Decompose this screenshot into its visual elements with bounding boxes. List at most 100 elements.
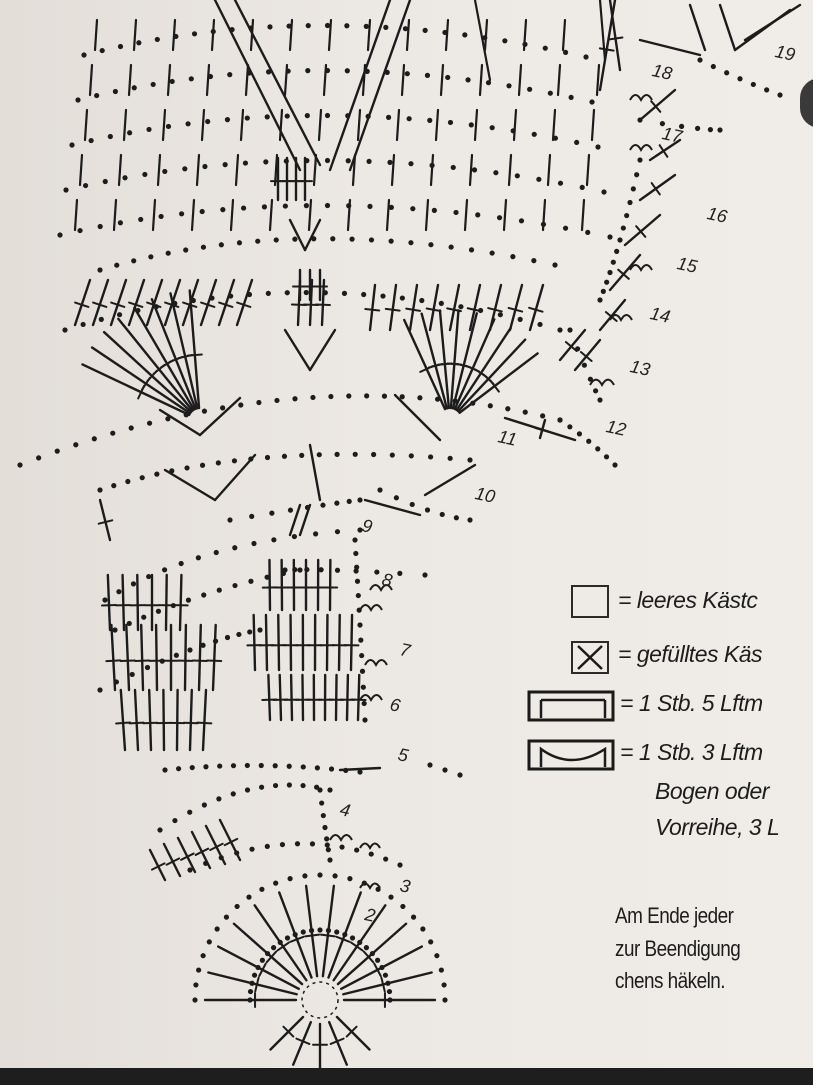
chain-dot [173, 652, 179, 658]
chain-dot [334, 929, 340, 935]
treble-stitch [139, 623, 145, 692]
treble-stitch [356, 673, 361, 722]
treble-crossbar [200, 301, 216, 308]
chain-dot [601, 189, 607, 195]
chain-dot [724, 70, 730, 76]
chain-dot [328, 766, 335, 772]
chain-dot [447, 119, 454, 126]
stitch-stroke [288, 503, 302, 537]
chain-dot [537, 321, 543, 328]
stitch-stroke [348, 0, 412, 172]
chain-dot [465, 77, 471, 83]
chain-dot [292, 931, 298, 938]
chain-dot [364, 393, 370, 399]
treble-stitch [488, 283, 503, 332]
chain-dot [707, 127, 714, 133]
single-stitch [405, 18, 411, 52]
chain-dot [284, 113, 290, 119]
treble-crossbar [164, 301, 180, 308]
chain-dot [750, 81, 756, 88]
chain-dot [247, 988, 254, 995]
chain-dot [419, 297, 425, 304]
chain-dot [595, 144, 601, 150]
treble-stitch [188, 289, 201, 410]
chain-dot [264, 843, 270, 850]
chain-dot [427, 762, 433, 768]
chain-dot [284, 935, 291, 941]
treble-stitch [109, 278, 128, 327]
scroll-button[interactable] [800, 78, 813, 128]
chain-dot [383, 856, 389, 862]
chain-dot [332, 873, 338, 879]
treble-crossbar [489, 379, 500, 393]
chain-dot [284, 290, 290, 296]
chain-dot [717, 127, 723, 133]
round-label-16: 16 [705, 203, 729, 227]
chain-dot [116, 589, 122, 595]
treble-stitch [98, 498, 112, 542]
treble-crossbar [150, 862, 166, 871]
chain-dot [102, 178, 108, 185]
single-stitch [156, 153, 162, 187]
chain-dot [408, 240, 414, 246]
chain-dot [146, 126, 152, 133]
turning-chain [629, 264, 653, 273]
chain-dot [352, 537, 358, 543]
single-stitch [307, 198, 313, 232]
stitch-stroke [298, 503, 312, 537]
chain-dot [224, 634, 231, 641]
treble-crossbar [373, 962, 382, 978]
treble-stitch [127, 278, 146, 327]
stitch-stroke [638, 38, 702, 57]
chain-dot [251, 972, 258, 978]
chain-dot [527, 86, 533, 92]
chain-dot [169, 78, 175, 85]
treble-crossbar [329, 1037, 345, 1045]
chain-dot [404, 71, 410, 77]
treble-stitch [252, 613, 257, 672]
single-stitch [171, 18, 177, 52]
chain-dot [292, 396, 298, 402]
chain-dot [247, 997, 253, 1003]
chain-dot [517, 316, 523, 322]
treble-crossbar [110, 301, 126, 308]
chain-dot [175, 766, 182, 772]
chain-dot [128, 425, 134, 431]
chain-dot [540, 413, 546, 419]
chain-dot [187, 867, 193, 873]
chain-dot [357, 497, 363, 503]
stitch-stroke [718, 3, 737, 52]
chain-dot [183, 247, 189, 253]
chain-dot [187, 647, 193, 653]
stitch-stroke [303, 218, 322, 252]
chain-dot [188, 76, 194, 82]
chain-dot [217, 763, 223, 769]
chain-dot [346, 498, 352, 505]
chain-dot [383, 24, 389, 30]
chain-dot [345, 158, 351, 164]
treble-stitch [73, 278, 92, 327]
chain-dot [371, 451, 377, 458]
treble-stitch [188, 688, 194, 752]
chain-dot [126, 620, 132, 627]
treble-crossbar [194, 847, 210, 856]
chain-dot [264, 574, 270, 580]
chain-dot [324, 112, 331, 119]
stitch-stroke [233, 0, 322, 167]
treble-stitch [162, 842, 182, 878]
stitch-stroke [198, 396, 242, 437]
treble-crossbar [319, 933, 336, 938]
chain-dot [274, 397, 280, 404]
chain-dot [603, 454, 610, 460]
chain-dot [361, 700, 367, 707]
single-stitch [551, 108, 557, 142]
treble-stitch [428, 283, 440, 332]
chain-dot [497, 312, 503, 318]
chain-dot [259, 957, 265, 963]
treble-stitch [335, 1015, 371, 1051]
chain-dot [547, 90, 553, 96]
treble-crossbar [635, 225, 647, 238]
single-stitch [73, 198, 79, 232]
chain-dot [400, 903, 406, 910]
